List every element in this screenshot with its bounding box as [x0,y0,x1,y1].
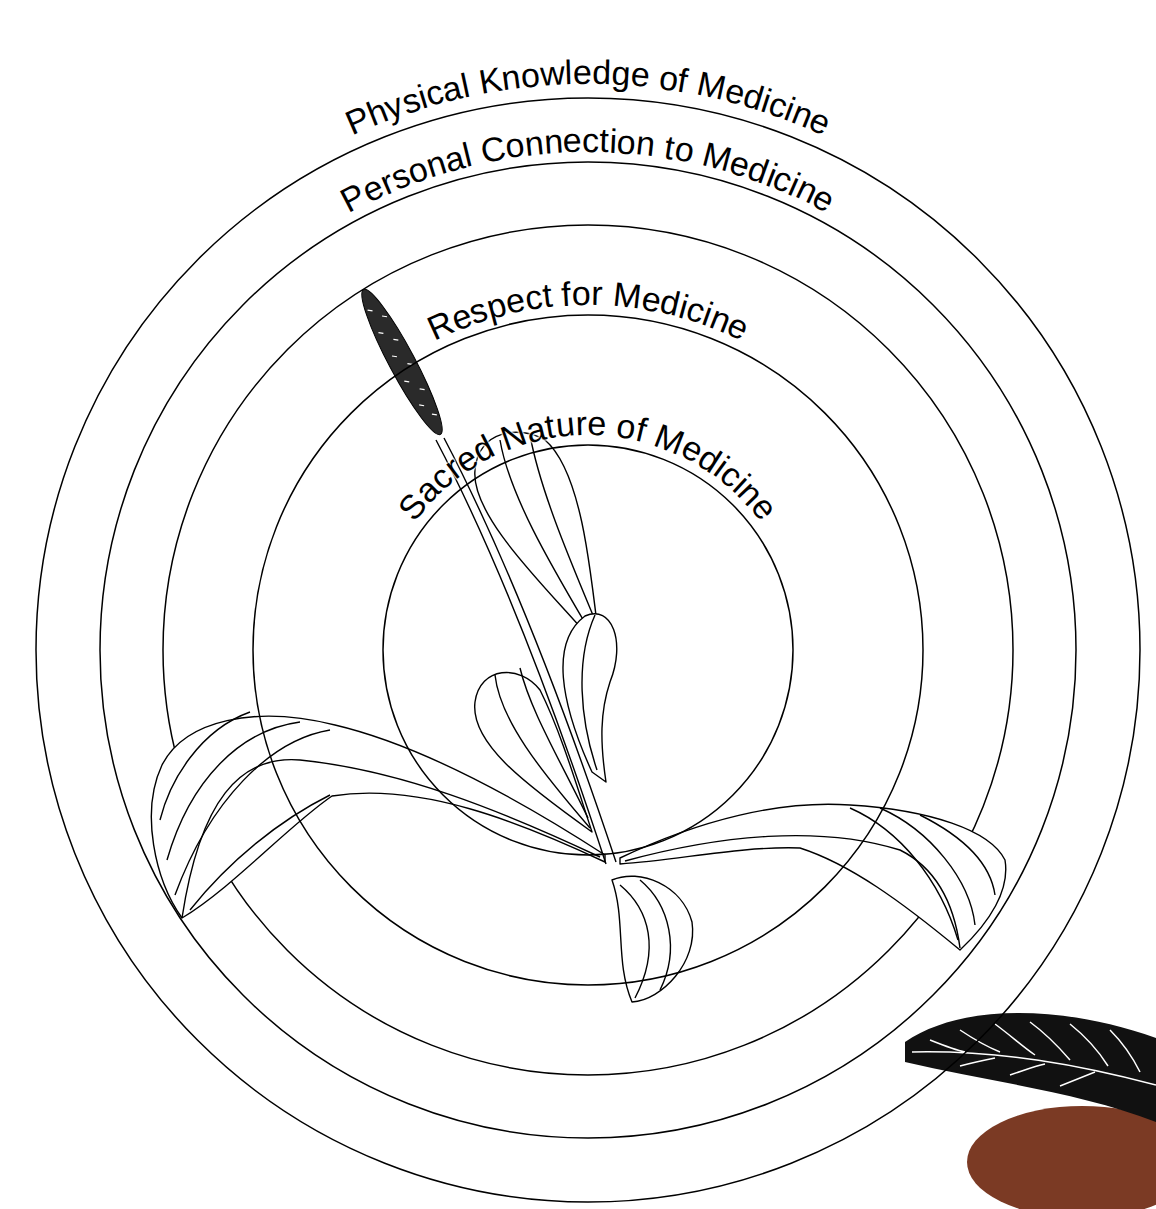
label-letter: e [629,57,651,93]
label-letter: t [599,123,610,157]
ring-node: Physical Knowledge of MedicinePersonal C… [36,98,1140,1202]
label-letter: d [592,55,612,89]
ring-outline [36,98,1140,1202]
ring-label: Sacred Nature of Medicine [388,401,790,532]
ring-node: Personal Connection to MedicineRespect f… [100,162,1076,1138]
feather-drawing [905,1013,1156,1209]
label-letter: o [616,124,637,159]
label-letter: o [571,276,591,310]
label-letter: c [582,123,599,157]
ring-outline [163,225,1013,1075]
label-letter: r [575,406,587,440]
label-letter: g [610,56,631,91]
label-letter: f [561,277,572,312]
ring-node: Sacred Nature of Medicine [383,445,793,855]
label-letter: e [587,406,607,441]
label-letter: o [519,57,541,93]
label-letter: w [539,55,566,90]
label-letter: e [563,123,583,158]
label-letter: n [635,125,658,161]
ring-outline [253,315,923,985]
ring-label: Respect for Medicine [411,271,768,354]
label-letter: n [523,125,545,161]
label-letter: r [591,276,603,310]
ring-node: Respect for MedicineSacred Nature of Med… [253,315,923,985]
ring-outline [383,445,793,855]
ring-outline [100,162,1076,1138]
label-letter: n [543,124,564,159]
label-letter: u [554,406,576,442]
ring-outline [36,98,1140,1202]
label-letter: e [573,55,592,89]
label-letter: l [564,55,573,89]
ring-label: Personal Connection to Medicine [325,118,853,226]
label-letter: M [611,277,643,314]
ring-outline [383,445,793,855]
